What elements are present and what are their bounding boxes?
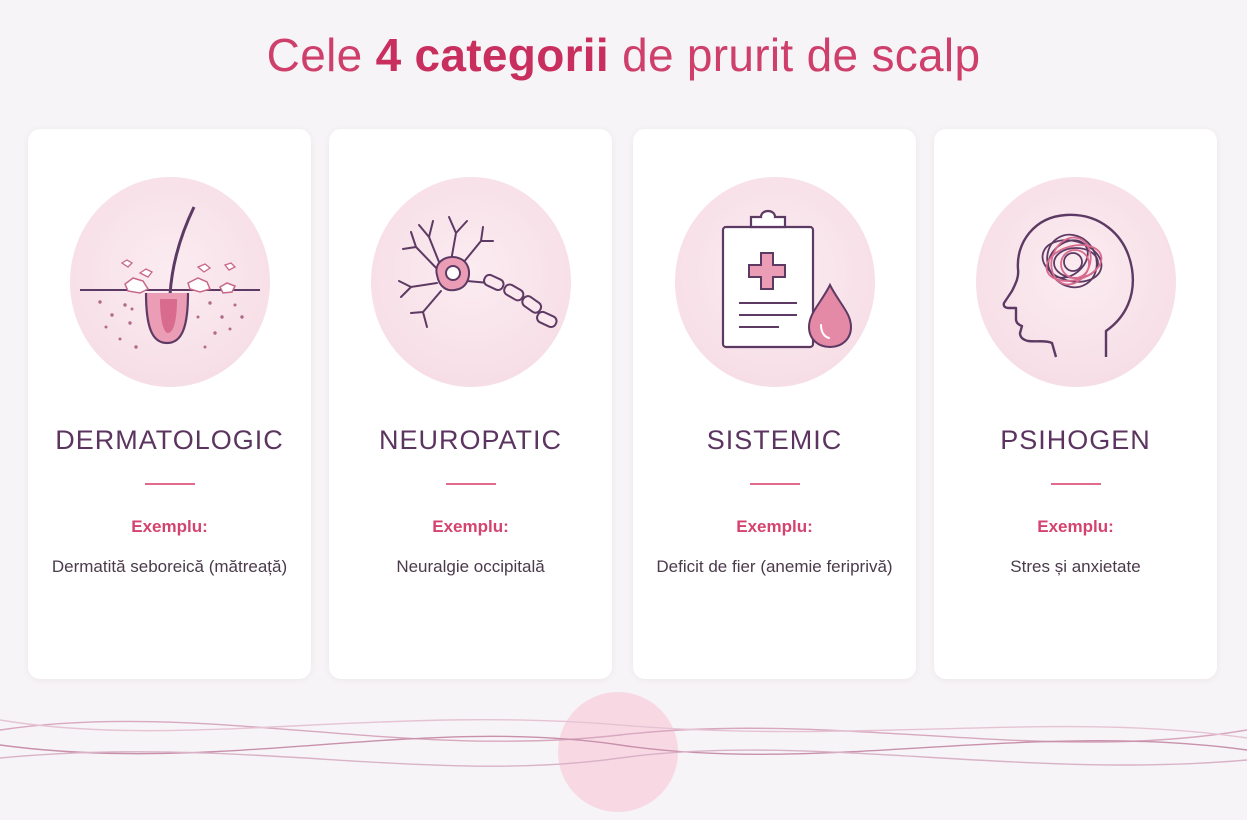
title-bold: 4 categorii [375, 29, 609, 81]
divider [145, 483, 195, 485]
category-name: PSIHOGEN [1000, 425, 1151, 455]
category-card-sistemic: SISTEMIC Exemplu: Deficit de fier (anemi… [633, 129, 916, 679]
example-text: Neuralgie occipitală [396, 557, 545, 576]
neuron-icon [371, 177, 571, 387]
category-card-neuropatic: NEUROPATIC Exemplu: Neuralgie occipitală [329, 129, 612, 679]
title-pre: Cele [266, 29, 363, 81]
example-text: Stres și anxietate [1010, 557, 1141, 576]
head-tangled-mind-icon [976, 177, 1176, 387]
category-card-psihogen: PSIHOGEN Exemplu: Stres și anxietate [934, 129, 1217, 679]
category-name: SISTEMIC [706, 425, 843, 455]
divider [446, 483, 496, 485]
example-text: Deficit de fier (anemie feriprivă) [656, 557, 893, 576]
page-title: Cele 4 categorii de prurit de scalp [0, 28, 1247, 82]
example-label: Exemplu: [432, 517, 509, 536]
example-label: Exemplu: [131, 517, 208, 536]
category-name: DERMATOLOGIC [55, 425, 284, 455]
category-card-dermatologic: DERMATOLOGIC Exemplu: Dermatită seboreic… [28, 129, 311, 679]
example-label: Exemplu: [736, 517, 813, 536]
example-text: Dermatită seboreică (mătreață) [51, 557, 288, 576]
decorative-waves [0, 692, 1247, 812]
divider [750, 483, 800, 485]
example-label: Exemplu: [1037, 517, 1114, 536]
divider [1051, 483, 1101, 485]
category-name: NEUROPATIC [378, 425, 562, 455]
title-post: de prurit de scalp [622, 29, 981, 81]
clipboard-blood-drop-icon [675, 177, 875, 387]
hair-follicle-icon [70, 177, 270, 387]
